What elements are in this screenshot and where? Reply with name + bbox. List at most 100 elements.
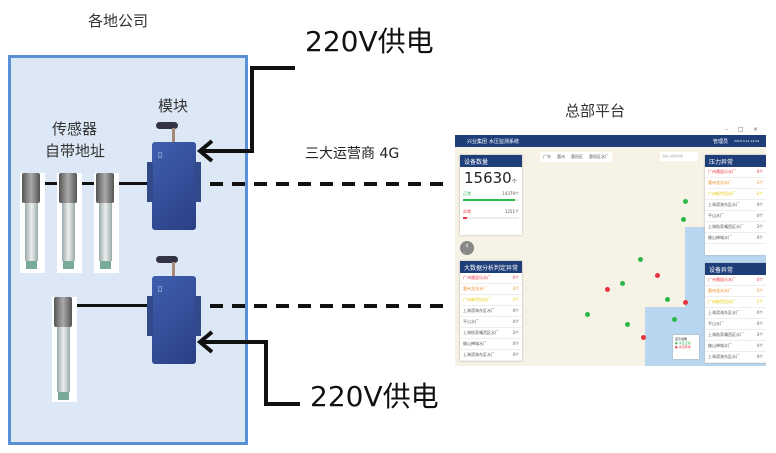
count: 3个 — [756, 288, 763, 293]
list-item[interactable]: 上海滨海东区水厂 4个 — [460, 306, 522, 317]
list-item[interactable]: 佛山禅城水厂 4个 — [705, 341, 766, 352]
count: 4个 — [512, 352, 519, 357]
filter-district[interactable]: 惠阳区 — [571, 154, 583, 159]
collapse-button[interactable]: ‹ — [460, 241, 474, 255]
map-legend: 显示说明 ● 水压正常 ● 水压异常 — [673, 335, 699, 359]
count: 4个 — [756, 343, 763, 348]
brand: 兴业集团 — [467, 139, 488, 145]
filter-city[interactable]: 惠州 — [557, 154, 565, 159]
user-menu[interactable]: 管理员 — [713, 139, 729, 145]
sensor-cable — [70, 304, 152, 307]
count: 3个 — [756, 332, 763, 337]
count: 4个 — [512, 308, 519, 313]
count: 4个 — [756, 277, 763, 282]
company-label: 各地公司 — [88, 12, 149, 30]
normal-label: 正常 — [463, 191, 471, 196]
plant-name: 广州新世纪水厂 — [463, 297, 491, 302]
plant-name: 佛山禅城水厂 — [708, 343, 732, 348]
sensor-label: 传感器 — [52, 120, 98, 138]
sensor-address-label: 自带地址 — [45, 142, 106, 160]
card-title: 设备异常 — [705, 263, 766, 275]
list-item[interactable]: 上海陆家嘴西区水厂 3个 — [705, 222, 766, 233]
close-button[interactable]: × — [753, 126, 759, 133]
plant-name: 上海滨海东区水厂 — [708, 202, 740, 207]
list-item[interactable]: 惠州龙光水厂 3个 — [705, 286, 766, 297]
plant-name: 上海滨海东区水厂 — [708, 354, 740, 359]
plant-name: 平山水厂 — [708, 321, 724, 326]
plant-name: 上海滨海东区水厂 — [463, 308, 495, 313]
count: 3个 — [756, 224, 763, 229]
antenna-icon — [156, 122, 178, 129]
count: 2个 — [512, 297, 519, 302]
company-box — [8, 55, 248, 445]
count: 4个 — [756, 321, 763, 326]
plant-name: 惠州龙光水厂 — [708, 180, 732, 185]
network-label: 三大运营商 4G — [305, 146, 400, 162]
card-title: 压力异常 — [705, 155, 766, 167]
datetime: 2019-3-14 14:24 — [734, 139, 760, 143]
abnormal-label: 异常 — [463, 209, 471, 214]
plant-name: 平山水厂 — [463, 319, 479, 324]
app-title: 水压监测系统 — [489, 139, 520, 145]
plant-name: 广州新世纪水厂 — [708, 299, 736, 304]
plant-name: 佛山禅城水厂 — [708, 235, 732, 240]
count: 4个 — [512, 341, 519, 346]
monitoring-dashboard: – □ × 兴业集团水压监测系统 管理员 2019-3-14 14:24 广东 惠州 惠阳区… — [455, 125, 766, 366]
4g-link — [210, 304, 450, 308]
unit: 个 — [511, 179, 517, 185]
abnormal-progress — [463, 217, 468, 219]
power-label-bottom: 220V供电 — [310, 380, 439, 413]
list-item[interactable]: 平山水厂 4个 — [705, 319, 766, 330]
plant-name: 上海陆家嘴西区水厂 — [708, 224, 744, 229]
plant-name: 广州雅居乐水厂 — [708, 169, 736, 174]
4g-module: ▯ — [147, 256, 201, 364]
card-title: 大数据分析判定异常 — [460, 261, 522, 273]
minimize-button[interactable]: – — [725, 126, 728, 133]
count: 3个 — [512, 330, 519, 335]
pressure-sensor — [20, 173, 45, 273]
maximize-button[interactable]: □ — [738, 126, 744, 133]
plant-name: 广州新世纪水厂 — [708, 191, 736, 196]
count: 4个 — [756, 169, 763, 174]
pressure-sensor — [94, 173, 119, 273]
sensor-cable — [30, 182, 152, 185]
antenna-icon — [156, 256, 178, 263]
card-title: 设备数量 — [460, 155, 522, 167]
search-input[interactable]: 请输入搜索内容 — [660, 152, 698, 161]
4g-link — [210, 182, 450, 186]
plant-name: 惠州龙光水厂 — [463, 286, 487, 291]
list-item[interactable]: 广州新世纪水厂 2个 — [460, 295, 522, 306]
pressure-sensor — [57, 173, 82, 273]
list-item[interactable]: 广州雅居乐水厂 4个 — [705, 167, 766, 178]
4g-module: ▯ — [147, 122, 201, 230]
normal-progress — [463, 199, 515, 201]
abnormal-value: 1251个 — [504, 209, 519, 214]
legend-normal: 水压正常 — [678, 341, 691, 345]
filter-plant[interactable]: 惠阳区水厂 — [589, 154, 609, 159]
plant-name: 惠州龙光水厂 — [708, 288, 732, 293]
headquarters-label: 总部平台 — [565, 102, 626, 120]
filter-province[interactable]: 广东 — [543, 154, 551, 159]
count: 4个 — [512, 275, 519, 280]
plant-name: 上海滨海东区水厂 — [708, 310, 740, 315]
